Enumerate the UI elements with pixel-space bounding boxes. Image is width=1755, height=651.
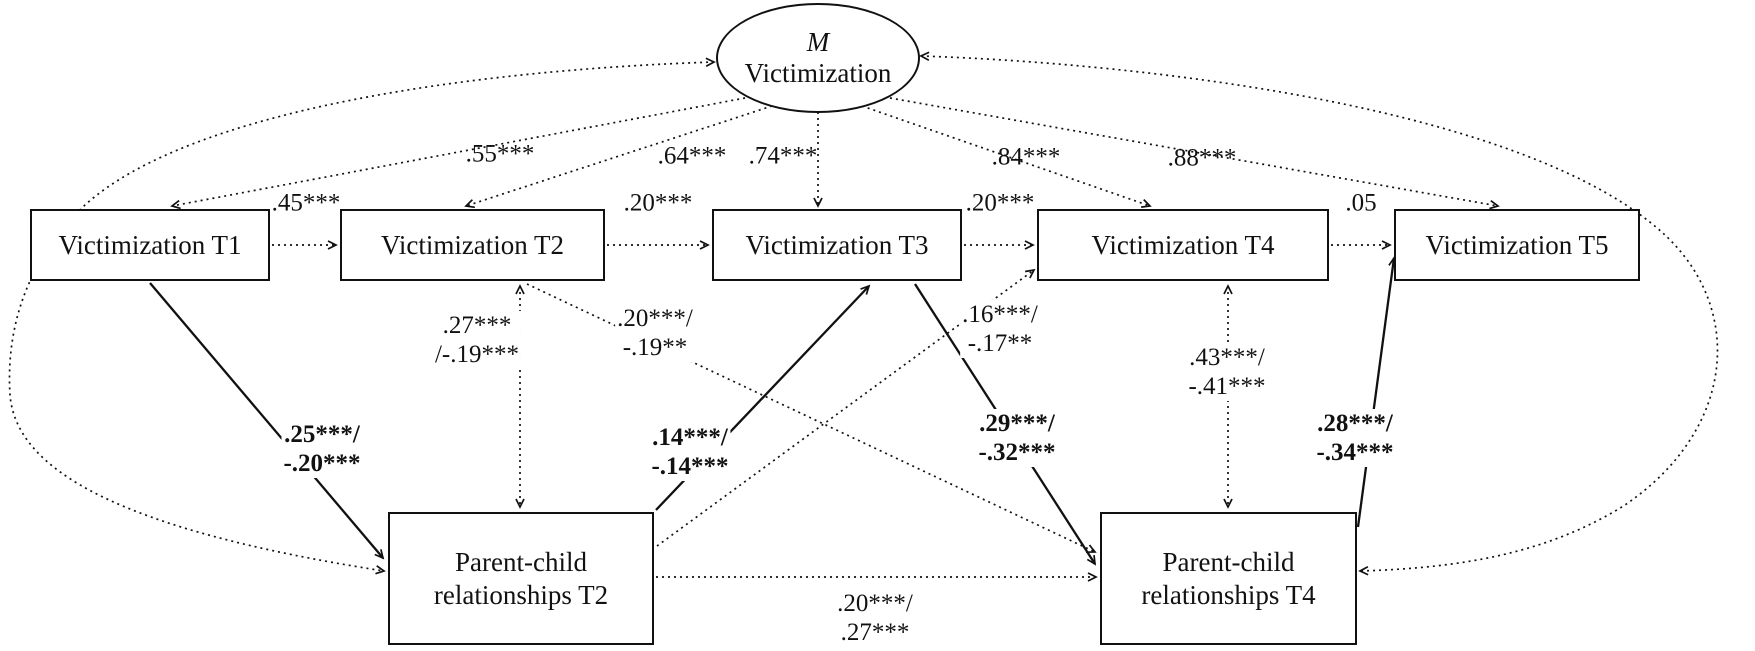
coef-p4-v5-line2: -.34***: [1316, 439, 1394, 466]
dotted-path-v2-to-p4: [526, 283, 1097, 554]
loading-label-t5: .88***: [1167, 144, 1237, 172]
coef-v2-p4-line2: -.19**: [622, 334, 688, 361]
coef-p2-p4-line1: .20***/: [837, 590, 913, 617]
coef-label-v4-with-p4: .43***/ -.41***: [1186, 343, 1268, 401]
box-victimization-t1-label: Victimization T1: [58, 229, 242, 260]
box-victimization-t5-label: Victimization T5: [1425, 229, 1609, 260]
box-parentchild-t4-line2: relationships T4: [1141, 579, 1316, 610]
latent-factor-label: Victimization: [744, 58, 892, 88]
coef-p2-p4-line2: .27***: [840, 619, 910, 646]
loading-label-t3: .74***: [748, 142, 818, 170]
box-victimization-t5: Victimization T5: [1394, 209, 1640, 281]
coef-v1-p2-line1: .25***/: [284, 421, 360, 448]
box-parentchild-t2-line1: Parent-child: [455, 546, 587, 577]
coef-label-p2-to-v3: .14***/ -.14***: [649, 423, 731, 481]
coef-v3-p4-line1: .29***/: [979, 410, 1055, 437]
latent-factor-ellipse: M Victimization: [716, 3, 920, 113]
solid-path-p4-to-v5: [1356, 256, 1398, 528]
box-parentchild-t4-line1: Parent-child: [1162, 546, 1295, 577]
coef-v3-p4-line2: -.32***: [978, 439, 1056, 466]
coef-p2-v4-line1: .16***/: [962, 301, 1038, 328]
coef-label-v2-with-p2: .27*** /-.19***: [432, 311, 522, 369]
loading-arrow-t5: [889, 97, 1500, 210]
loading-label-t2: .64***: [657, 142, 727, 170]
coef-label-p2-to-v4: .16***/ -.17**: [960, 300, 1040, 358]
coef-label-v2-to-p4: .20***/ -.19**: [615, 304, 695, 362]
coef-v2-p2-line2: /-.19***: [434, 341, 520, 368]
stability-label-t4-t5: .05: [1345, 189, 1377, 217]
box-parentchild-t2: Parent-child relationships T2: [388, 512, 654, 645]
coef-p2-v3-line1: .14***/: [652, 424, 728, 451]
box-victimization-t2: Victimization T2: [340, 209, 605, 281]
box-victimization-t4: Victimization T4: [1037, 209, 1329, 281]
box-victimization-t3-label: Victimization T3: [745, 229, 929, 260]
stability-label-t1-t2: .45***: [271, 189, 341, 217]
coef-v2-p2-line1: .27***: [442, 312, 512, 339]
loading-label-t4: .84***: [991, 143, 1061, 171]
coef-p2-v4-line2: -.17**: [967, 330, 1033, 357]
stability-label-t3-t4: .20***: [965, 189, 1035, 217]
coef-v4-p4-line2: -.41***: [1188, 373, 1266, 400]
coef-p4-v5-line1: .28***/: [1317, 410, 1393, 437]
loading-label-t1: .55***: [465, 140, 535, 168]
coef-v2-p4-line1: .20***/: [617, 305, 693, 332]
coef-v1-p2-line2: -.20***: [283, 450, 361, 477]
coef-label-v3-to-p4: .29***/ -.32***: [976, 409, 1058, 467]
box-parentchild-t4: Parent-child relationships T4: [1100, 512, 1357, 645]
box-victimization-t1: Victimization T1: [30, 209, 270, 281]
coef-label-p2-to-p4: .20***/ .27***: [835, 589, 915, 647]
box-victimization-t4-label: Victimization T4: [1091, 229, 1275, 260]
box-victimization-t3: Victimization T3: [712, 209, 962, 281]
outer-curve-m-to-parentchild-t2: [8, 57, 716, 575]
coef-v4-p4-line1: .43***/: [1189, 344, 1265, 371]
latent-factor-symbol: M: [806, 26, 830, 57]
coef-label-p4-to-v5: .28***/ -.34***: [1314, 409, 1396, 467]
coef-label-v1-to-p2: .25***/ -.20***: [281, 420, 363, 478]
coef-p2-v3-line2: -.14***: [651, 453, 729, 480]
outer-curve-m-to-parentchild-t4: [919, 51, 1719, 576]
box-parentchild-t2-line2: relationships T2: [433, 579, 609, 610]
box-victimization-t2-label: Victimization T2: [380, 229, 565, 260]
loading-arrow-t1: [170, 97, 746, 210]
stability-label-t2-t3: .20***: [623, 189, 693, 217]
solid-path-v1-to-p2: [149, 282, 385, 560]
